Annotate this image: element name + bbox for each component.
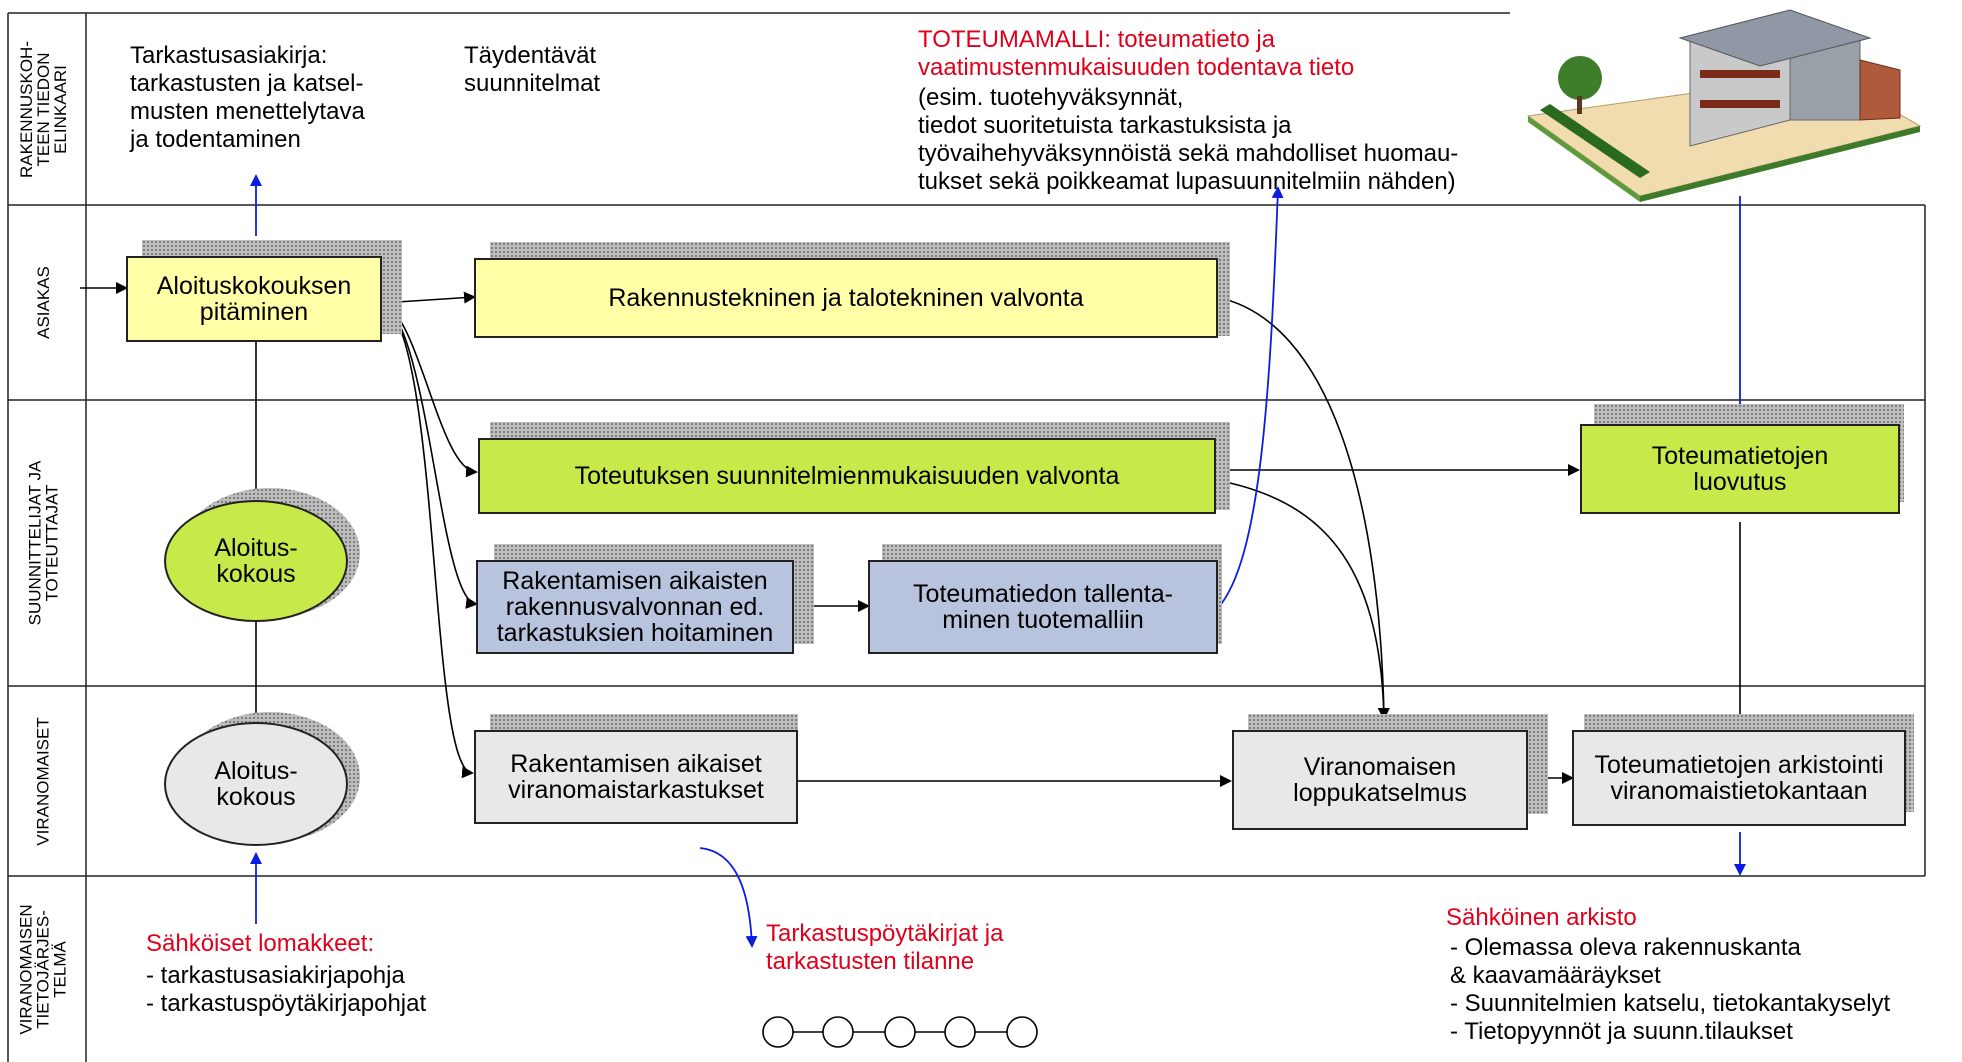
protocols-note: Tarkastuspöytäkirjat ja tarkastusten til… bbox=[766, 920, 1004, 975]
arrow-kickoff-to-inspections bbox=[385, 304, 478, 609]
inspection-doc-note: Tarkastusasiakirja: tarkastusten ja kats… bbox=[130, 42, 365, 153]
forms-body: - tarkastusasiakirjapohja - tarkastuspöy… bbox=[146, 962, 427, 1017]
kickoff-meeting-box[interactable]: Aloituskokouksen pitäminen bbox=[126, 256, 382, 342]
final-inspection-box[interactable]: Viranomaisen loppukatselmus bbox=[1232, 730, 1528, 830]
supplementary-plans-note: Täydentävät suunnitelmat bbox=[464, 42, 601, 97]
construction-supervision-box[interactable]: Rakennustekninen ja talotekninen valvont… bbox=[474, 258, 1218, 338]
kickoff-ellipse-green[interactable]: Aloitus- kokous bbox=[164, 500, 348, 622]
authority-inspections-box[interactable]: Rakentamisen aikaiset viranomaistarkastu… bbox=[474, 730, 798, 824]
house-illustration bbox=[1526, 9, 1922, 202]
arrow-supervision-to-final bbox=[1215, 296, 1390, 720]
inspections-handling-box[interactable]: Rakentamisen aikaisten rakennusvalvonnan… bbox=[476, 560, 794, 654]
as-built-delivery-box[interactable]: Toteumatietojen luovutus bbox=[1580, 424, 1900, 514]
kickoff-ellipse-grey[interactable]: Aloitus- kokous bbox=[164, 722, 348, 846]
blue-arrow-model-to-top bbox=[1217, 186, 1284, 609]
conformity-supervision-box[interactable]: Toteutuksen suunnitelmienmukaisuuden val… bbox=[478, 438, 1216, 514]
arrow-kickoff-to-authority bbox=[387, 306, 474, 779]
model-body-note: (esim. tuotehyväksynnät, tiedot suoritet… bbox=[918, 84, 1459, 195]
linked-circles-icon bbox=[762, 1016, 1038, 1048]
lane-label-designers: SUUNNITTELIJAT JA TOTEUTTAJAT bbox=[25, 460, 62, 626]
model-saving-box[interactable]: Toteumatiedon tallenta- minen tuotemalli… bbox=[868, 560, 1218, 654]
archive-body: - Olemassa oleva rakennuskanta & kaavamä… bbox=[1450, 934, 1891, 1045]
lane-label-authorities: VIRANOMAISET bbox=[33, 716, 53, 846]
swimlane-grid bbox=[7, 12, 1926, 1062]
model-title-note: TOTEUMAMALLI: toteumatieto ja vaatimuste… bbox=[918, 26, 1355, 81]
archiving-box[interactable]: Toteumatietojen arkistointi viranomaisti… bbox=[1572, 730, 1906, 826]
lane-label-client: ASIAKAS bbox=[33, 266, 53, 339]
arrow-conformity-to-final bbox=[1215, 479, 1390, 720]
archive-title: Sähköinen arkisto bbox=[1446, 904, 1637, 931]
blue-arrow-to-protocols bbox=[699, 847, 758, 948]
lane-label-lifecycle: RAKENNUSKOH- TEEN TIEDON ELINKAARI bbox=[16, 40, 70, 178]
forms-title: Sähköiset lomakkeet: bbox=[146, 930, 375, 957]
lane-label-system: VIRANOMAISEN TIETOJÄRJES- TELMÄ bbox=[16, 903, 70, 1035]
